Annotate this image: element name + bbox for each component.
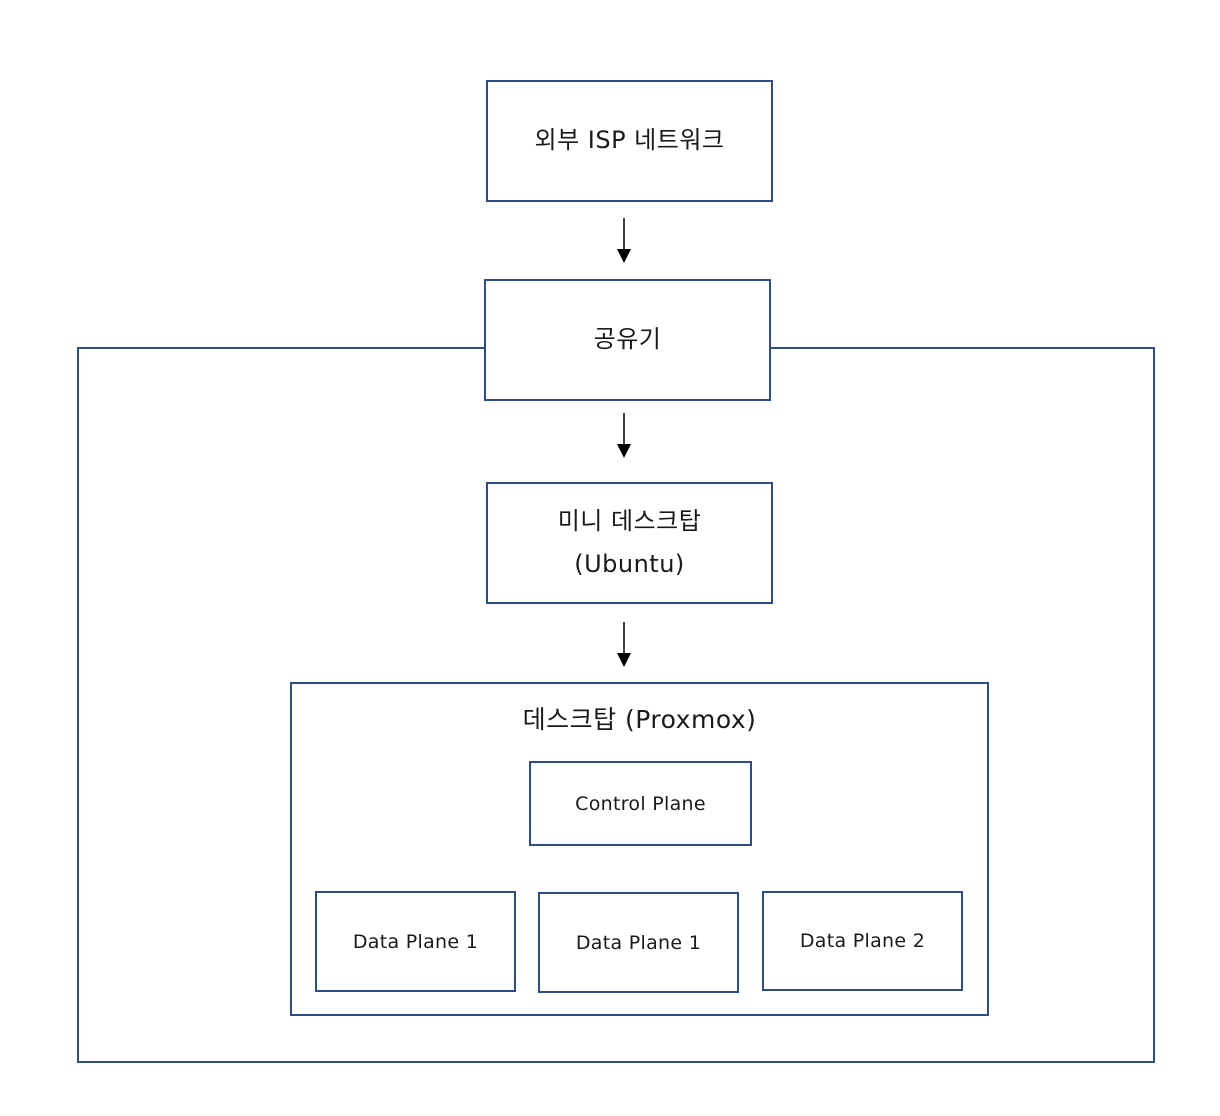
data-plane-label: Data Plane 1 (575, 931, 702, 954)
isp-to-router-arrow (617, 218, 631, 263)
isp-network-node: 외부 ISP 네트워크 (486, 80, 773, 202)
mini-desktop-node: 미니 데스크탑 (Ubuntu) (486, 482, 773, 604)
isp-network-label: 외부 ISP 네트워크 (534, 126, 725, 155)
mini-desktop-to-proxmox-arrow (617, 622, 631, 667)
proxmox-desktop-title: 데스크탑 (Proxmox) (522, 705, 757, 734)
control-plane-node: Control Plane (529, 761, 752, 846)
data-plane-label: Data Plane 2 (799, 930, 926, 952)
router-to-mini-desktop-arrow (617, 413, 631, 458)
mini-desktop-label: 미니 데스크탑 (557, 506, 702, 535)
data-plane-node: Data Plane 2 (762, 891, 963, 991)
proxmox-desktop-container (290, 682, 989, 1016)
data-plane-node: Data Plane 1 (538, 892, 739, 993)
data-plane-node: Data Plane 1 (315, 891, 516, 992)
control-plane-label: Control Plane (575, 792, 706, 815)
data-plane-label: Data Plane 1 (352, 930, 479, 953)
router-node: 공유기 (484, 279, 771, 401)
router-label: 공유기 (593, 325, 662, 354)
mini-desktop-os-label: (Ubuntu) (574, 550, 685, 578)
